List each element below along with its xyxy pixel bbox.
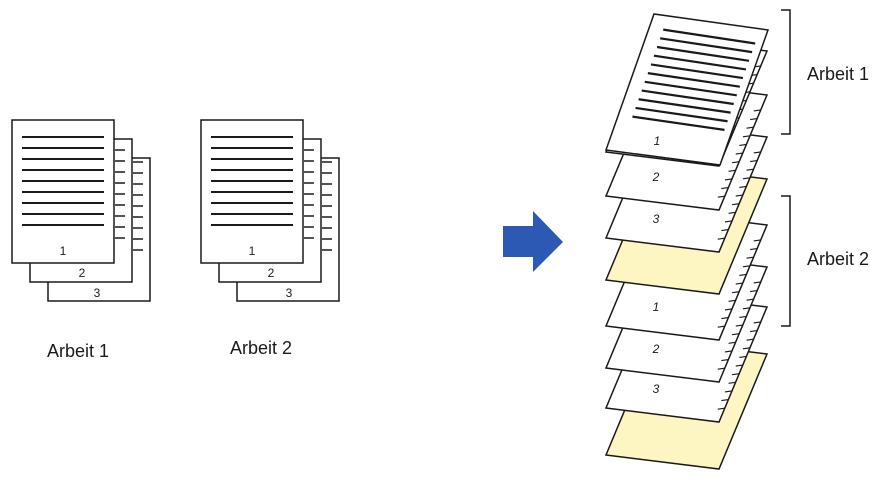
edge-tick <box>753 281 761 284</box>
right-arrow-icon <box>503 211 563 272</box>
text-line <box>653 54 747 71</box>
edge-tick <box>753 321 761 324</box>
edge-tick <box>732 161 740 164</box>
edge-tick <box>724 308 733 311</box>
page-number: 1 <box>653 300 660 314</box>
text-line <box>663 28 756 45</box>
job2-caption: Arbeit 2 <box>230 338 293 358</box>
edge-tick <box>724 178 733 181</box>
job2-page-1-number: 1 <box>249 244 256 258</box>
job1-caption: Arbeit 1 <box>47 341 110 361</box>
edge-tick <box>735 282 743 285</box>
edge-tick <box>742 265 751 268</box>
sheet-outline <box>604 13 770 166</box>
edge-tick <box>732 333 740 336</box>
text-line <box>632 115 725 131</box>
edge-tick <box>732 291 740 294</box>
job2-bracket-label: Arbeit 2 <box>807 249 870 269</box>
edge-tick <box>717 237 725 240</box>
bracket-icon <box>781 9 791 135</box>
edge-tick <box>746 298 754 301</box>
text-line <box>647 72 741 88</box>
edge-tick <box>721 186 729 190</box>
edge-tick <box>753 151 761 154</box>
edge-tick <box>717 195 725 198</box>
edge-tick <box>750 159 758 163</box>
edge-tick <box>753 109 761 112</box>
edge-tick <box>735 324 743 327</box>
edge-tick <box>732 203 740 206</box>
edge-tick <box>750 329 758 333</box>
job2-page-1: 1 <box>200 119 304 264</box>
text-line <box>659 37 753 54</box>
edge-tick <box>746 256 754 259</box>
job2-page-1-text-lines <box>211 136 293 226</box>
edge-tick <box>732 373 740 376</box>
edge-tick <box>717 367 725 370</box>
edge-tick <box>739 185 747 189</box>
job2-page-2-number: 2 <box>268 266 275 280</box>
text-line <box>656 45 750 62</box>
edge-tick <box>728 169 736 172</box>
edge-tick <box>735 194 743 197</box>
job2-page-3-number: 3 <box>286 286 293 300</box>
edge-tick <box>721 358 729 362</box>
text-line <box>650 63 744 80</box>
text-line <box>635 106 728 123</box>
edge-tick <box>717 407 725 410</box>
job1-page-1: 1 <box>11 119 115 264</box>
output-first-page: 1 <box>604 13 770 166</box>
job1-page-3-number: 3 <box>94 286 101 300</box>
edge-tick <box>728 299 736 302</box>
bracket-icon <box>781 195 791 327</box>
edge-tick <box>739 355 747 359</box>
edge-tick <box>721 316 729 320</box>
edge-tick <box>746 126 754 129</box>
edge-tick <box>746 338 754 341</box>
edge-tick <box>753 239 761 242</box>
edge-tick <box>739 315 747 319</box>
edge-tick <box>739 273 747 277</box>
edge-tick <box>750 247 758 251</box>
edge-tick <box>742 135 751 138</box>
page-number: 3 <box>653 382 660 396</box>
job1-page-1-number: 1 <box>60 244 67 258</box>
text-line <box>638 98 731 114</box>
edge-tick <box>728 341 736 344</box>
output-sheet-stack: 3213211 <box>604 13 770 470</box>
job1-page-2-number: 2 <box>79 266 86 280</box>
text-line <box>644 80 737 97</box>
edge-tick <box>742 307 751 310</box>
edge-tick <box>735 364 743 367</box>
edge-tick <box>742 177 751 180</box>
edge-tick <box>717 325 725 328</box>
edge-tick <box>739 143 747 147</box>
page-number: 1 <box>654 134 661 148</box>
job2-page-edge-lines <box>304 149 332 251</box>
text-line <box>641 89 734 106</box>
page-number: 3 <box>653 212 660 226</box>
edge-tick <box>750 289 758 293</box>
edge-tick <box>735 152 743 155</box>
job2-document-set: 3 2 1 <box>200 119 340 302</box>
page-number: 2 <box>652 170 660 184</box>
job1-page-1-text-lines <box>22 136 104 226</box>
edge-tick <box>721 398 729 402</box>
edge-tick <box>750 117 758 121</box>
edge-tick <box>724 220 733 223</box>
edge-tick <box>728 211 736 214</box>
edge-tick <box>721 228 729 232</box>
job1-page-edge-lines <box>115 149 143 251</box>
page-number: 2 <box>652 342 660 356</box>
edge-tick <box>724 350 733 353</box>
edge-tick <box>728 381 736 384</box>
edge-tick <box>742 347 751 350</box>
job1-bracket-label: Arbeit 1 <box>807 64 870 84</box>
edge-tick <box>724 390 733 393</box>
job1-document-set: 3 2 1 <box>11 119 151 302</box>
edge-tick <box>746 168 754 171</box>
